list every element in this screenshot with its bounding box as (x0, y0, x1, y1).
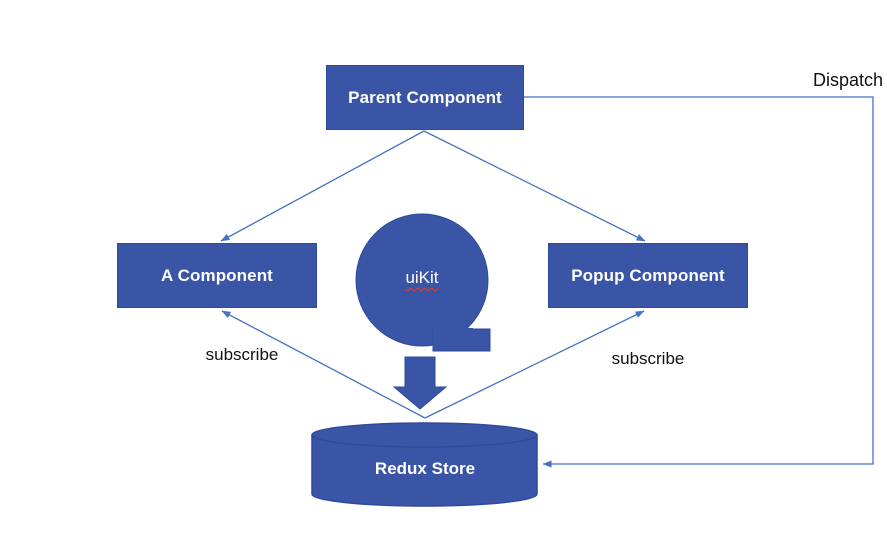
node-popup-component: Popup Component (548, 243, 748, 308)
node-parent-component-label: Parent Component (348, 87, 502, 107)
node-a-component-label: A Component (161, 265, 273, 285)
connector-parent-to-popup (423, 130, 646, 242)
connector-store-to-a-component-subscribe (221, 310, 426, 419)
dispatch-label: Dispatch (812, 70, 884, 90)
uikit-label: uiKit (405, 268, 439, 287)
redux-store-cylinder (311, 422, 538, 507)
block-down-arrow (392, 356, 448, 410)
cylinder-top (311, 422, 538, 448)
node-parent-component: Parent Component (326, 65, 524, 130)
cylinder-body (311, 434, 538, 507)
subscribe-label-left: subscribe (205, 345, 279, 364)
uikit-tail-join (433, 328, 473, 348)
uikit-circle (355, 213, 489, 347)
uikit-shape (355, 213, 491, 352)
node-a-component: A Component (117, 243, 317, 308)
connector-parent-to-a-component (220, 130, 425, 242)
subscribe-label-right: subscribe (611, 349, 685, 368)
redux-store-label: Redux Store (374, 459, 476, 478)
connector-parent-dispatch-to-store (524, 96, 874, 468)
connector-store-to-popup-subscribe (424, 310, 645, 419)
node-popup-component-label: Popup Component (571, 265, 725, 285)
